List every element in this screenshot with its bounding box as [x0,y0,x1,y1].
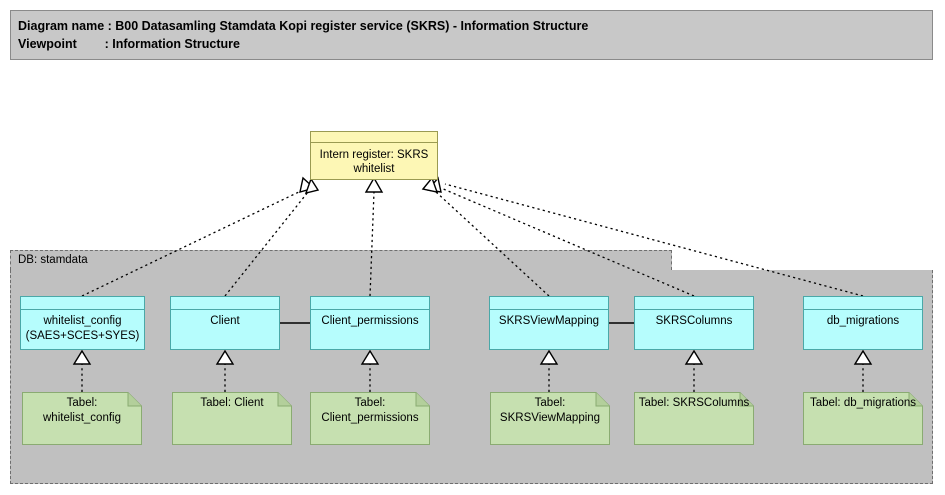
node-label: SKRSViewMapping [498,315,600,327]
node-header-bar [21,297,144,310]
node-client[interactable]: Client [170,296,280,350]
note-shape [490,392,610,445]
node-client-permissions[interactable]: Client_permissions [310,296,430,350]
realization-arrowhead-left-a [299,176,316,193]
node-label: Intern register: SKRS whitelist [319,148,429,175]
note-shape [634,392,754,445]
note-shape [22,392,142,445]
note-tabel-client-permissions[interactable]: Tabel: Client_permissions [310,392,430,445]
note-label: Tabel: SKRSViewMapping [499,397,601,424]
diagram-title-box: Diagram name : B00 Datasamling Stamdata … [10,10,933,60]
node-label: Client [210,315,240,327]
node-header-bar [311,132,437,143]
node-db-migrations[interactable]: db_migrations [803,296,923,350]
node-intern-register-skrs-whitelist[interactable]: Intern register: SKRS whitelist [310,131,438,180]
note-tabel-db-migrations[interactable]: Tabel: db_migrations [803,392,923,445]
node-header-bar [490,297,608,310]
group-db-stamdata[interactable]: DB: stamdata [10,250,933,484]
group-label: DB: stamdata [18,254,88,266]
note-label: Tabel: Client_permissions [321,397,419,424]
node-label: db_migrations [826,315,900,327]
note-tabel-skrsviewmapping[interactable]: Tabel: SKRSViewMapping [490,392,610,445]
node-skrsviewmapping[interactable]: SKRSViewMapping [489,296,609,350]
note-tabel-client[interactable]: Tabel: Client [172,392,292,445]
note-shape [803,392,923,445]
node-label: SKRSColumns [655,315,733,327]
node-skrscolumns[interactable]: SKRSColumns [634,296,754,350]
note-label: Tabel: SKRSColumns [638,397,750,409]
diagram-name-line: Diagram name : B00 Datasamling Stamdata … [18,19,589,33]
node-whitelist-config[interactable]: whitelist_config (SAES+SCES+SYES) [20,296,145,350]
note-shape [310,392,430,445]
node-header-bar [311,297,429,310]
group-body [10,270,933,484]
node-header-bar [804,297,922,310]
realization-arrowhead-center [364,176,384,193]
note-label: Tabel: Client [200,397,264,409]
note-tabel-whitelist-config[interactable]: Tabel: whitelist_config [22,392,142,445]
realization-arrowhead-right-a [426,176,442,193]
note-label: Tabel: whitelist_config [43,397,121,424]
note-shape [172,392,292,445]
node-header-bar [171,297,279,310]
node-label: whitelist_config (SAES+SCES+SYES) [25,315,140,342]
realization-arrowhead-right-b [421,176,439,193]
note-tabel-skrscolumns[interactable]: Tabel: SKRSColumns [634,392,754,445]
note-label: Tabel: db_migrations [809,397,917,409]
node-header-bar [635,297,753,310]
realization-arrowhead-left-b [304,177,320,194]
group-tab: DB: stamdata [10,250,672,270]
node-label: Client_permissions [321,315,419,327]
viewpoint-line: Viewpoint : Information Structure [18,37,241,51]
